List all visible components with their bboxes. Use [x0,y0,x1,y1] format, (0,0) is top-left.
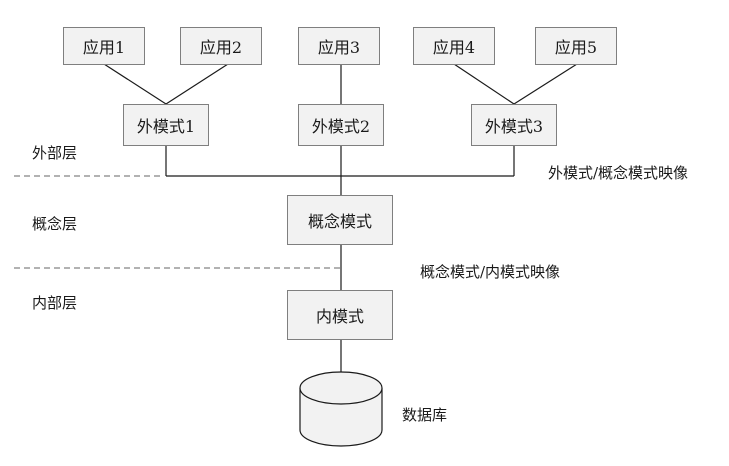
external-schema-box-1: 外模式1 [123,104,209,146]
database-label: 数据库 [402,406,448,424]
connector-app2-ext1 [165,63,229,105]
connector-app5-ext3 [513,63,578,105]
connector-app4-ext3 [453,63,515,105]
app-box-4: 应用4 [413,27,495,65]
app-label: 应用4 [432,38,476,57]
database-cylinder-icon [299,371,383,447]
mapping-label-conceptual-internal: 概念模式/内模式映像 [420,263,561,281]
layer-label-conceptual: 概念层 [32,215,78,233]
app-box-5: 应用5 [535,27,617,65]
internal-schema-box: 内模式 [287,290,393,340]
conceptual-schema-box: 概念模式 [287,195,393,245]
layer-label-internal: 内部层 [32,294,78,312]
external-schema-label: 外模式3 [484,117,544,136]
app-label: 应用3 [317,38,361,57]
external-schema-label: 外模式1 [136,117,196,136]
external-schema-label: 外模式2 [311,117,371,136]
external-schema-box-2: 外模式2 [298,104,384,146]
internal-schema-label: 内模式 [315,307,364,326]
mapping-label-external-conceptual: 外模式/概念模式映像 [548,164,689,182]
external-schema-box-3: 外模式3 [471,104,557,146]
app-box-3: 应用3 [298,27,380,65]
app-box-1: 应用1 [63,27,145,65]
app-box-2: 应用2 [180,27,262,65]
app-label: 应用2 [199,38,243,57]
connector-app1-ext1 [103,63,167,105]
layer-label-external: 外部层 [32,144,78,162]
app-label: 应用5 [554,38,598,57]
conceptual-schema-label: 概念模式 [307,212,372,231]
app-label: 应用1 [82,38,126,57]
